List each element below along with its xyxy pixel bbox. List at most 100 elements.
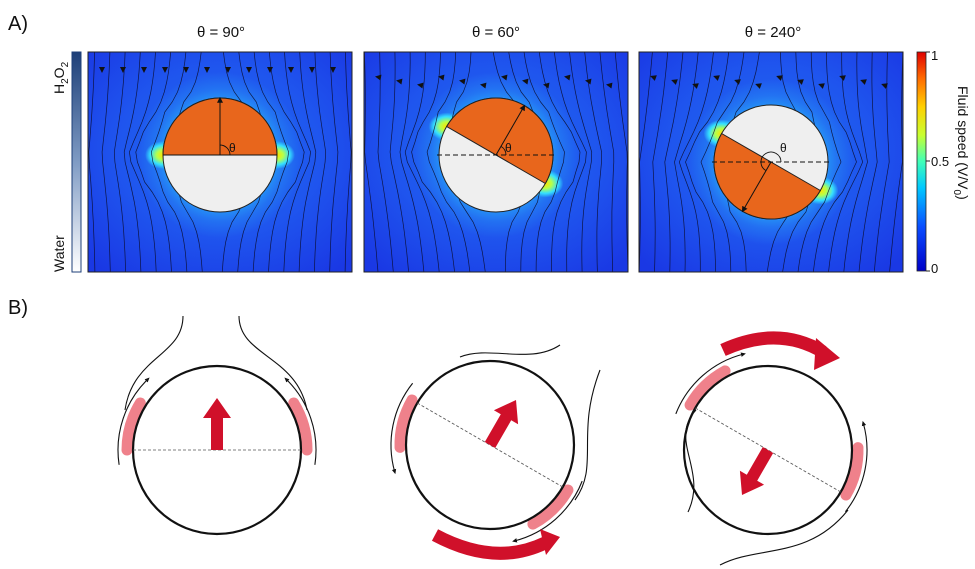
motion-arrow <box>484 400 519 448</box>
streamline <box>843 52 868 272</box>
h2o2-label: H2O2 <box>51 61 71 94</box>
flow-arrowhead <box>438 74 445 81</box>
theta-label: θ <box>505 141 512 155</box>
streamline <box>88 52 96 272</box>
flow-arrowhead <box>330 67 336 73</box>
colorbar-tick-1: 1 <box>931 48 938 63</box>
flow-arrowhead <box>606 82 613 89</box>
theta-arc <box>760 151 782 172</box>
schematic-60 <box>390 344 601 560</box>
rotation-arrowhead <box>540 529 560 555</box>
sim-title: θ = 90° <box>197 24 245 41</box>
simulation-panel-90: θ = 90° θ <box>87 24 353 273</box>
streamline <box>268 52 305 272</box>
streamline <box>584 52 602 272</box>
slip-flow-arrow <box>844 420 868 513</box>
streamline <box>426 52 471 272</box>
flow-arrowhead <box>713 75 720 81</box>
flow-arrowhead <box>417 82 424 89</box>
incoming-flow-line <box>719 509 849 566</box>
slip-flow-arrow <box>675 352 746 415</box>
streamline <box>685 52 730 272</box>
panel-a-label: A) <box>8 13 28 35</box>
flow-arrowhead <box>267 67 273 73</box>
flow-arrowhead <box>501 74 508 81</box>
theta-label: θ <box>229 141 236 155</box>
theta-arc <box>219 144 231 156</box>
streamline <box>113 52 126 272</box>
streamline <box>553 52 587 272</box>
streamline <box>639 52 653 272</box>
slip-glow <box>288 397 313 456</box>
water-label: Water <box>51 235 67 272</box>
flow-arrowhead <box>183 67 189 73</box>
streamline <box>252 52 290 272</box>
flow-arrowhead <box>564 74 571 81</box>
rotation-arrow <box>431 529 548 560</box>
flow-arrowhead <box>543 82 550 89</box>
flow-arrowhead <box>818 83 825 89</box>
streamline <box>674 52 699 272</box>
incoming-flow-line <box>124 315 184 411</box>
rotation-arrowhead <box>814 338 840 370</box>
streamline <box>873 52 890 272</box>
streamline <box>828 52 864 272</box>
streamline <box>399 52 425 272</box>
flow-arrowhead <box>585 78 592 85</box>
flow-arrowhead <box>141 67 147 73</box>
slip-flow-arrow <box>117 377 150 465</box>
schematic-90 <box>117 315 317 536</box>
streamline <box>569 52 593 272</box>
simulation-panel-60: θ = 60° θ <box>363 24 629 273</box>
particle-active-half <box>445 97 554 185</box>
streamline <box>538 52 581 272</box>
incoming-flow-line <box>574 369 601 501</box>
flow-arrowhead <box>246 67 252 73</box>
streamline <box>283 52 311 272</box>
sim-title: θ = 60° <box>472 24 520 41</box>
boundary-line <box>695 407 841 493</box>
streamline <box>377 52 394 272</box>
streamline <box>364 52 379 272</box>
streamline <box>678 52 714 272</box>
incoming-flow-line <box>459 344 561 358</box>
colorbar-label: Fluid speed (V/V0) <box>951 86 971 200</box>
slip-glow <box>684 365 731 411</box>
boundary-line <box>417 402 563 488</box>
incoming-flow-line <box>685 409 697 513</box>
flow-arrowhead <box>671 79 678 85</box>
flow-arrowhead <box>692 83 699 89</box>
streamline <box>129 52 157 272</box>
flow-arrowhead <box>881 83 888 89</box>
streamline <box>797 52 842 272</box>
streamline <box>298 52 317 272</box>
simulation-panels: θ = 90° θ θ = 60° θ θ = 240° θ <box>87 24 904 273</box>
flow-arrowhead <box>776 75 783 81</box>
flow-arrowhead <box>459 78 466 85</box>
motion-arrow <box>203 398 231 450</box>
streamline <box>123 52 142 272</box>
flow-arrowhead <box>797 79 804 85</box>
particle-active-half <box>713 132 822 220</box>
flow-arrowhead <box>480 82 487 89</box>
flow-arrowhead <box>396 78 403 85</box>
flow-arrowhead <box>839 75 846 81</box>
streamline <box>599 52 615 272</box>
theta-label: θ <box>780 141 787 155</box>
slip-glow <box>840 442 864 501</box>
flow-arrowhead <box>120 67 126 73</box>
field-border <box>87 51 353 273</box>
slip-flow-arrow <box>284 377 317 465</box>
incoming-flow-line <box>238 315 308 411</box>
streamline <box>404 52 440 272</box>
speed-colorbar: 1 0.5 0 Fluid speed (V/V0) <box>916 48 971 276</box>
simulation-panel-240: θ = 240° θ <box>638 24 904 273</box>
colorbar-tick-0: 0 <box>931 261 938 276</box>
rotation-arrow <box>720 331 827 358</box>
sim-title: θ = 240° <box>745 24 801 41</box>
streamline <box>314 52 327 272</box>
slip-glow <box>527 484 574 530</box>
motion-arrow <box>739 447 774 495</box>
streamline <box>889 52 903 272</box>
flow-arrowhead <box>288 67 294 73</box>
